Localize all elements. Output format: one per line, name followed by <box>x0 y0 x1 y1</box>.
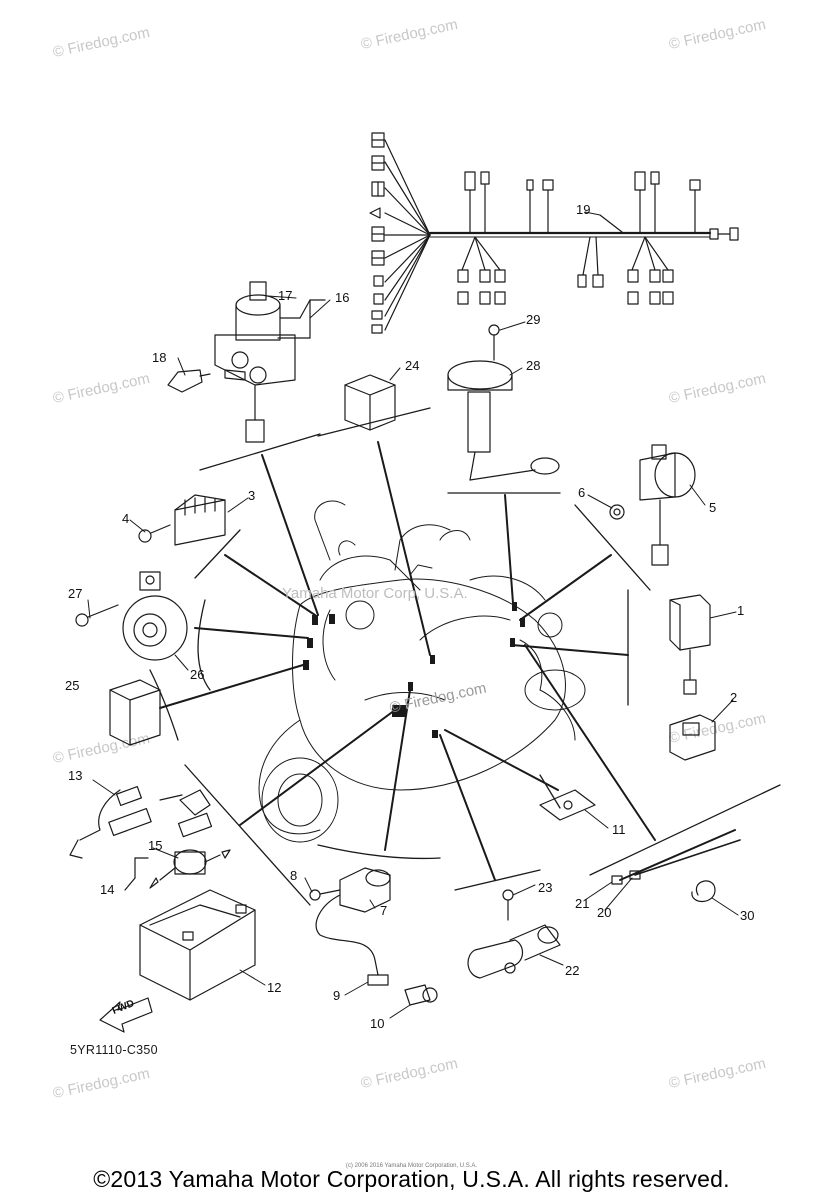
callout-6: 6 <box>578 485 586 500</box>
callout-18: 18 <box>152 350 167 365</box>
callout-17: 17 <box>278 288 293 303</box>
copyright-notice: ©2013 Yamaha Motor Corporation, U.S.A. A… <box>93 1166 730 1192</box>
callout-14: 14 <box>100 882 115 897</box>
relay-1 <box>670 595 710 694</box>
callout-29: 29 <box>526 312 541 327</box>
callout-25: 25 <box>65 678 80 693</box>
rectifier-3 <box>175 495 225 545</box>
battery-12 <box>140 890 255 1000</box>
callout-24: 24 <box>405 358 420 373</box>
callout-16: 16 <box>335 290 350 305</box>
callout-4: 4 <box>122 511 130 526</box>
callout-8: 8 <box>290 868 298 883</box>
callout-15: 15 <box>148 838 163 853</box>
callout-23: 23 <box>538 880 553 895</box>
fwd-arrow <box>100 998 152 1032</box>
callout-3: 3 <box>248 488 256 503</box>
main-switch <box>215 282 325 442</box>
diagram-code: 5YR1110-C350 <box>70 1043 158 1057</box>
starter-relay-5 <box>640 445 695 565</box>
plug-10 <box>405 985 437 1005</box>
callout-12: 12 <box>267 980 282 995</box>
callout-30: 30 <box>740 908 755 923</box>
callout-5: 5 <box>709 500 717 515</box>
cover-2 <box>670 715 715 760</box>
callout-26: 26 <box>190 667 205 682</box>
bolt-18 <box>168 370 210 392</box>
relay-24 <box>345 375 395 430</box>
callout-20: 20 <box>597 905 612 920</box>
location-markers <box>303 602 525 738</box>
callout-leaders <box>88 212 738 1018</box>
nut-6 <box>610 505 624 519</box>
callout-9: 9 <box>333 988 341 1003</box>
wire-harness <box>370 133 738 333</box>
bolt-4 <box>139 525 170 542</box>
callout-13: 13 <box>68 768 83 783</box>
callout-11: 11 <box>612 822 626 837</box>
group-brackets <box>150 408 780 905</box>
callout-1: 1 <box>737 603 745 618</box>
horn-26 <box>123 572 187 660</box>
screw-29 <box>489 325 499 360</box>
callout-2: 2 <box>730 690 738 705</box>
sensor-22 <box>468 925 560 978</box>
ignition-coil-7 <box>316 868 390 985</box>
callout-28: 28 <box>526 358 541 373</box>
scooter-body <box>259 501 585 842</box>
bolt-27 <box>76 605 118 626</box>
flasher-25 <box>110 680 160 745</box>
callout-27: 27 <box>68 586 83 601</box>
callout-7: 7 <box>380 903 388 918</box>
clamp-30 <box>692 881 715 902</box>
fuse-holder-14 <box>125 850 230 890</box>
callout-10: 10 <box>370 1016 385 1031</box>
callout-22: 22 <box>565 963 580 978</box>
cable-tie-21 <box>612 830 735 884</box>
bolt-8 <box>310 890 340 900</box>
plug-cap-13 <box>70 787 211 858</box>
fine-print: (c) 2006 2016 Yamaha Motor Corporation, … <box>345 1163 478 1169</box>
callout-21: 21 <box>575 896 590 911</box>
screw-23 <box>503 890 513 920</box>
cable-tie-20 <box>630 840 740 879</box>
callout-19: 19 <box>576 202 591 217</box>
bracket-11 <box>540 790 595 820</box>
leader-lines <box>160 442 655 880</box>
center-watermark: Yamaha Motor Corp, U.S.A. <box>282 585 468 602</box>
fuel-sender-28 <box>448 361 559 480</box>
